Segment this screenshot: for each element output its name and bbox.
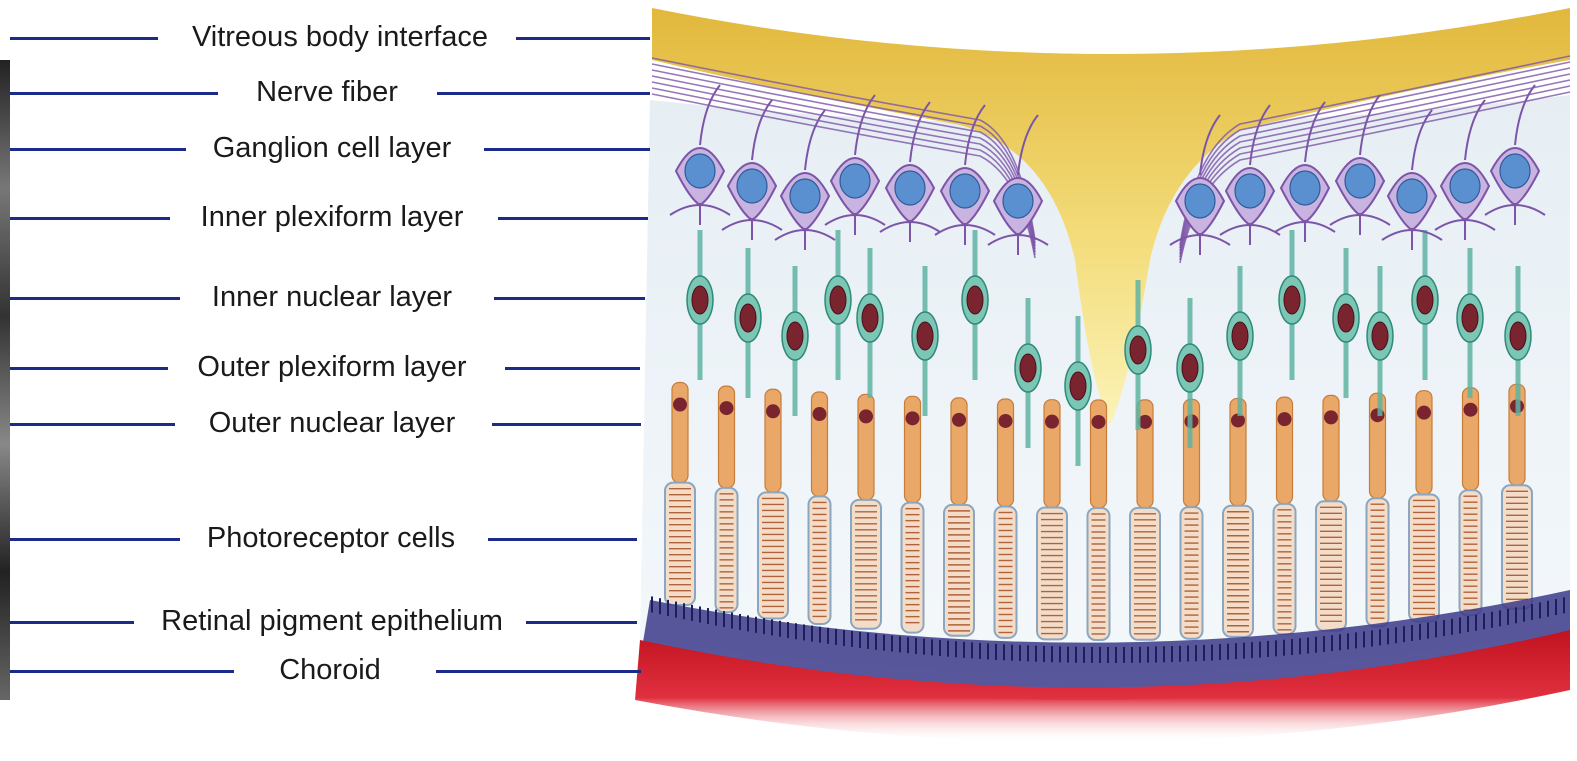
ganglion-cell-layer-label: Ganglion cell layer — [213, 134, 452, 163]
retinal-pigment-epithelium-leader-line-1 — [10, 621, 134, 624]
ganglion-nucleus — [685, 154, 715, 188]
outer-plexiform-layer-leader-line-2 — [505, 367, 640, 370]
ganglion-cell-layer-leader-line-2 — [484, 148, 650, 151]
bipolar-cell-nucleus — [967, 286, 983, 314]
photoreceptor-nucleus — [952, 413, 966, 427]
photoreceptor-outer-segment — [758, 492, 788, 618]
ganglion-nucleus — [1003, 184, 1033, 218]
bipolar-cell-nucleus — [1182, 354, 1198, 382]
bipolar-cell-nucleus — [1284, 286, 1300, 314]
ganglion-nucleus — [1290, 171, 1320, 205]
vitreous-body-interface-leader-line-2 — [516, 37, 650, 40]
photoreceptor-outer-segment — [1367, 498, 1389, 626]
ganglion-nucleus — [1235, 174, 1265, 208]
outer-nuclear-layer-leader-line-1 — [10, 423, 175, 426]
ganglion-nucleus — [950, 174, 980, 208]
photoreceptor-nucleus — [1464, 403, 1478, 417]
bipolar-cell-nucleus — [830, 286, 846, 314]
photoreceptor-nucleus — [999, 414, 1013, 428]
inner-plexiform-layer-label: Inner plexiform layer — [201, 203, 464, 232]
nerve-fiber-leader-line-1 — [10, 92, 218, 95]
bipolar-cell-nucleus — [862, 304, 878, 332]
ganglion-nucleus — [895, 171, 925, 205]
bipolar-cell-nucleus — [1510, 322, 1526, 350]
inner-plexiform-layer-leader-line-1 — [10, 217, 170, 220]
photoreceptor-nucleus — [1045, 415, 1059, 429]
photoreceptor-nucleus — [1092, 415, 1106, 429]
ganglion-nucleus — [737, 169, 767, 203]
retinal-pigment-epithelium-leader-line-2 — [526, 621, 637, 624]
ganglion-nucleus — [1345, 164, 1375, 198]
outer-plexiform-layer-leader-line-1 — [10, 367, 168, 370]
bipolar-cell-nucleus — [692, 286, 708, 314]
outer-nuclear-layer-label: Outer nuclear layer — [209, 409, 456, 438]
inner-plexiform-layer-leader-line-2 — [498, 217, 648, 220]
photoreceptor-outer-segment — [1274, 504, 1296, 634]
photoreceptor-outer-segment — [1460, 490, 1482, 615]
bipolar-cell-nucleus — [740, 304, 756, 332]
choroid-label: Choroid — [279, 656, 381, 685]
choroid-leader-line-1 — [10, 670, 234, 673]
photoreceptor-nucleus — [1324, 410, 1338, 424]
inner-nuclear-layer-leader-line-1 — [10, 297, 180, 300]
bipolar-cell-nucleus — [1372, 322, 1388, 350]
ganglion-nucleus — [840, 164, 870, 198]
vitreous-body-interface-leader-line-1 — [10, 37, 158, 40]
vitreous-body-interface-label: Vitreous body interface — [192, 23, 488, 52]
bipolar-cell-nucleus — [1417, 286, 1433, 314]
bipolar-cell-nucleus — [1338, 304, 1354, 332]
ganglion-nucleus — [1500, 154, 1530, 188]
photoreceptor-nucleus — [720, 401, 734, 415]
ganglion-nucleus — [1397, 179, 1427, 213]
ganglion-nucleus — [1185, 184, 1215, 218]
bipolar-cell-nucleus — [1232, 322, 1248, 350]
nerve-fiber-leader-line-2 — [437, 92, 650, 95]
photoreceptor-nucleus — [906, 411, 920, 425]
outer-plexiform-layer-label: Outer plexiform layer — [197, 353, 466, 382]
outer-nuclear-layer-leader-line-2 — [492, 423, 641, 426]
photoreceptor-outer-segment — [1316, 501, 1346, 630]
bipolar-cell-nucleus — [787, 322, 803, 350]
bipolar-cell-nucleus — [1070, 372, 1086, 400]
bipolar-cell-nucleus — [1020, 354, 1036, 382]
photoreceptor-nucleus — [766, 404, 780, 418]
photoreceptor-outer-segment — [902, 503, 924, 633]
photoreceptor-cells-label: Photoreceptor cells — [207, 524, 455, 553]
nerve-fiber-label: Nerve fiber — [256, 78, 398, 107]
photoreceptor-nucleus — [673, 398, 687, 412]
photoreceptor-nucleus — [813, 407, 827, 421]
bipolar-cell-nucleus — [917, 322, 933, 350]
ganglion-nucleus — [790, 179, 820, 213]
photoreceptor-cells-leader-line-2 — [488, 538, 637, 541]
photoreceptor-outer-segment — [851, 500, 881, 629]
ganglion-nucleus — [1450, 169, 1480, 203]
inner-nuclear-layer-label: Inner nuclear layer — [212, 283, 452, 312]
photoreceptor-nucleus — [1278, 412, 1292, 426]
bipolar-cell-nucleus — [1462, 304, 1478, 332]
ganglion-cell-layer-leader-line-1 — [10, 148, 186, 151]
retinal-pigment-epithelium-label: Retinal pigment epithelium — [161, 607, 503, 636]
photoreceptor-cells-leader-line-1 — [10, 538, 180, 541]
photoreceptor-nucleus — [859, 409, 873, 423]
inner-nuclear-layer-leader-line-2 — [494, 297, 645, 300]
bipolar-cell-nucleus — [1130, 336, 1146, 364]
photoreceptor-nucleus — [1417, 406, 1431, 420]
choroid-leader-line-2 — [436, 670, 641, 673]
